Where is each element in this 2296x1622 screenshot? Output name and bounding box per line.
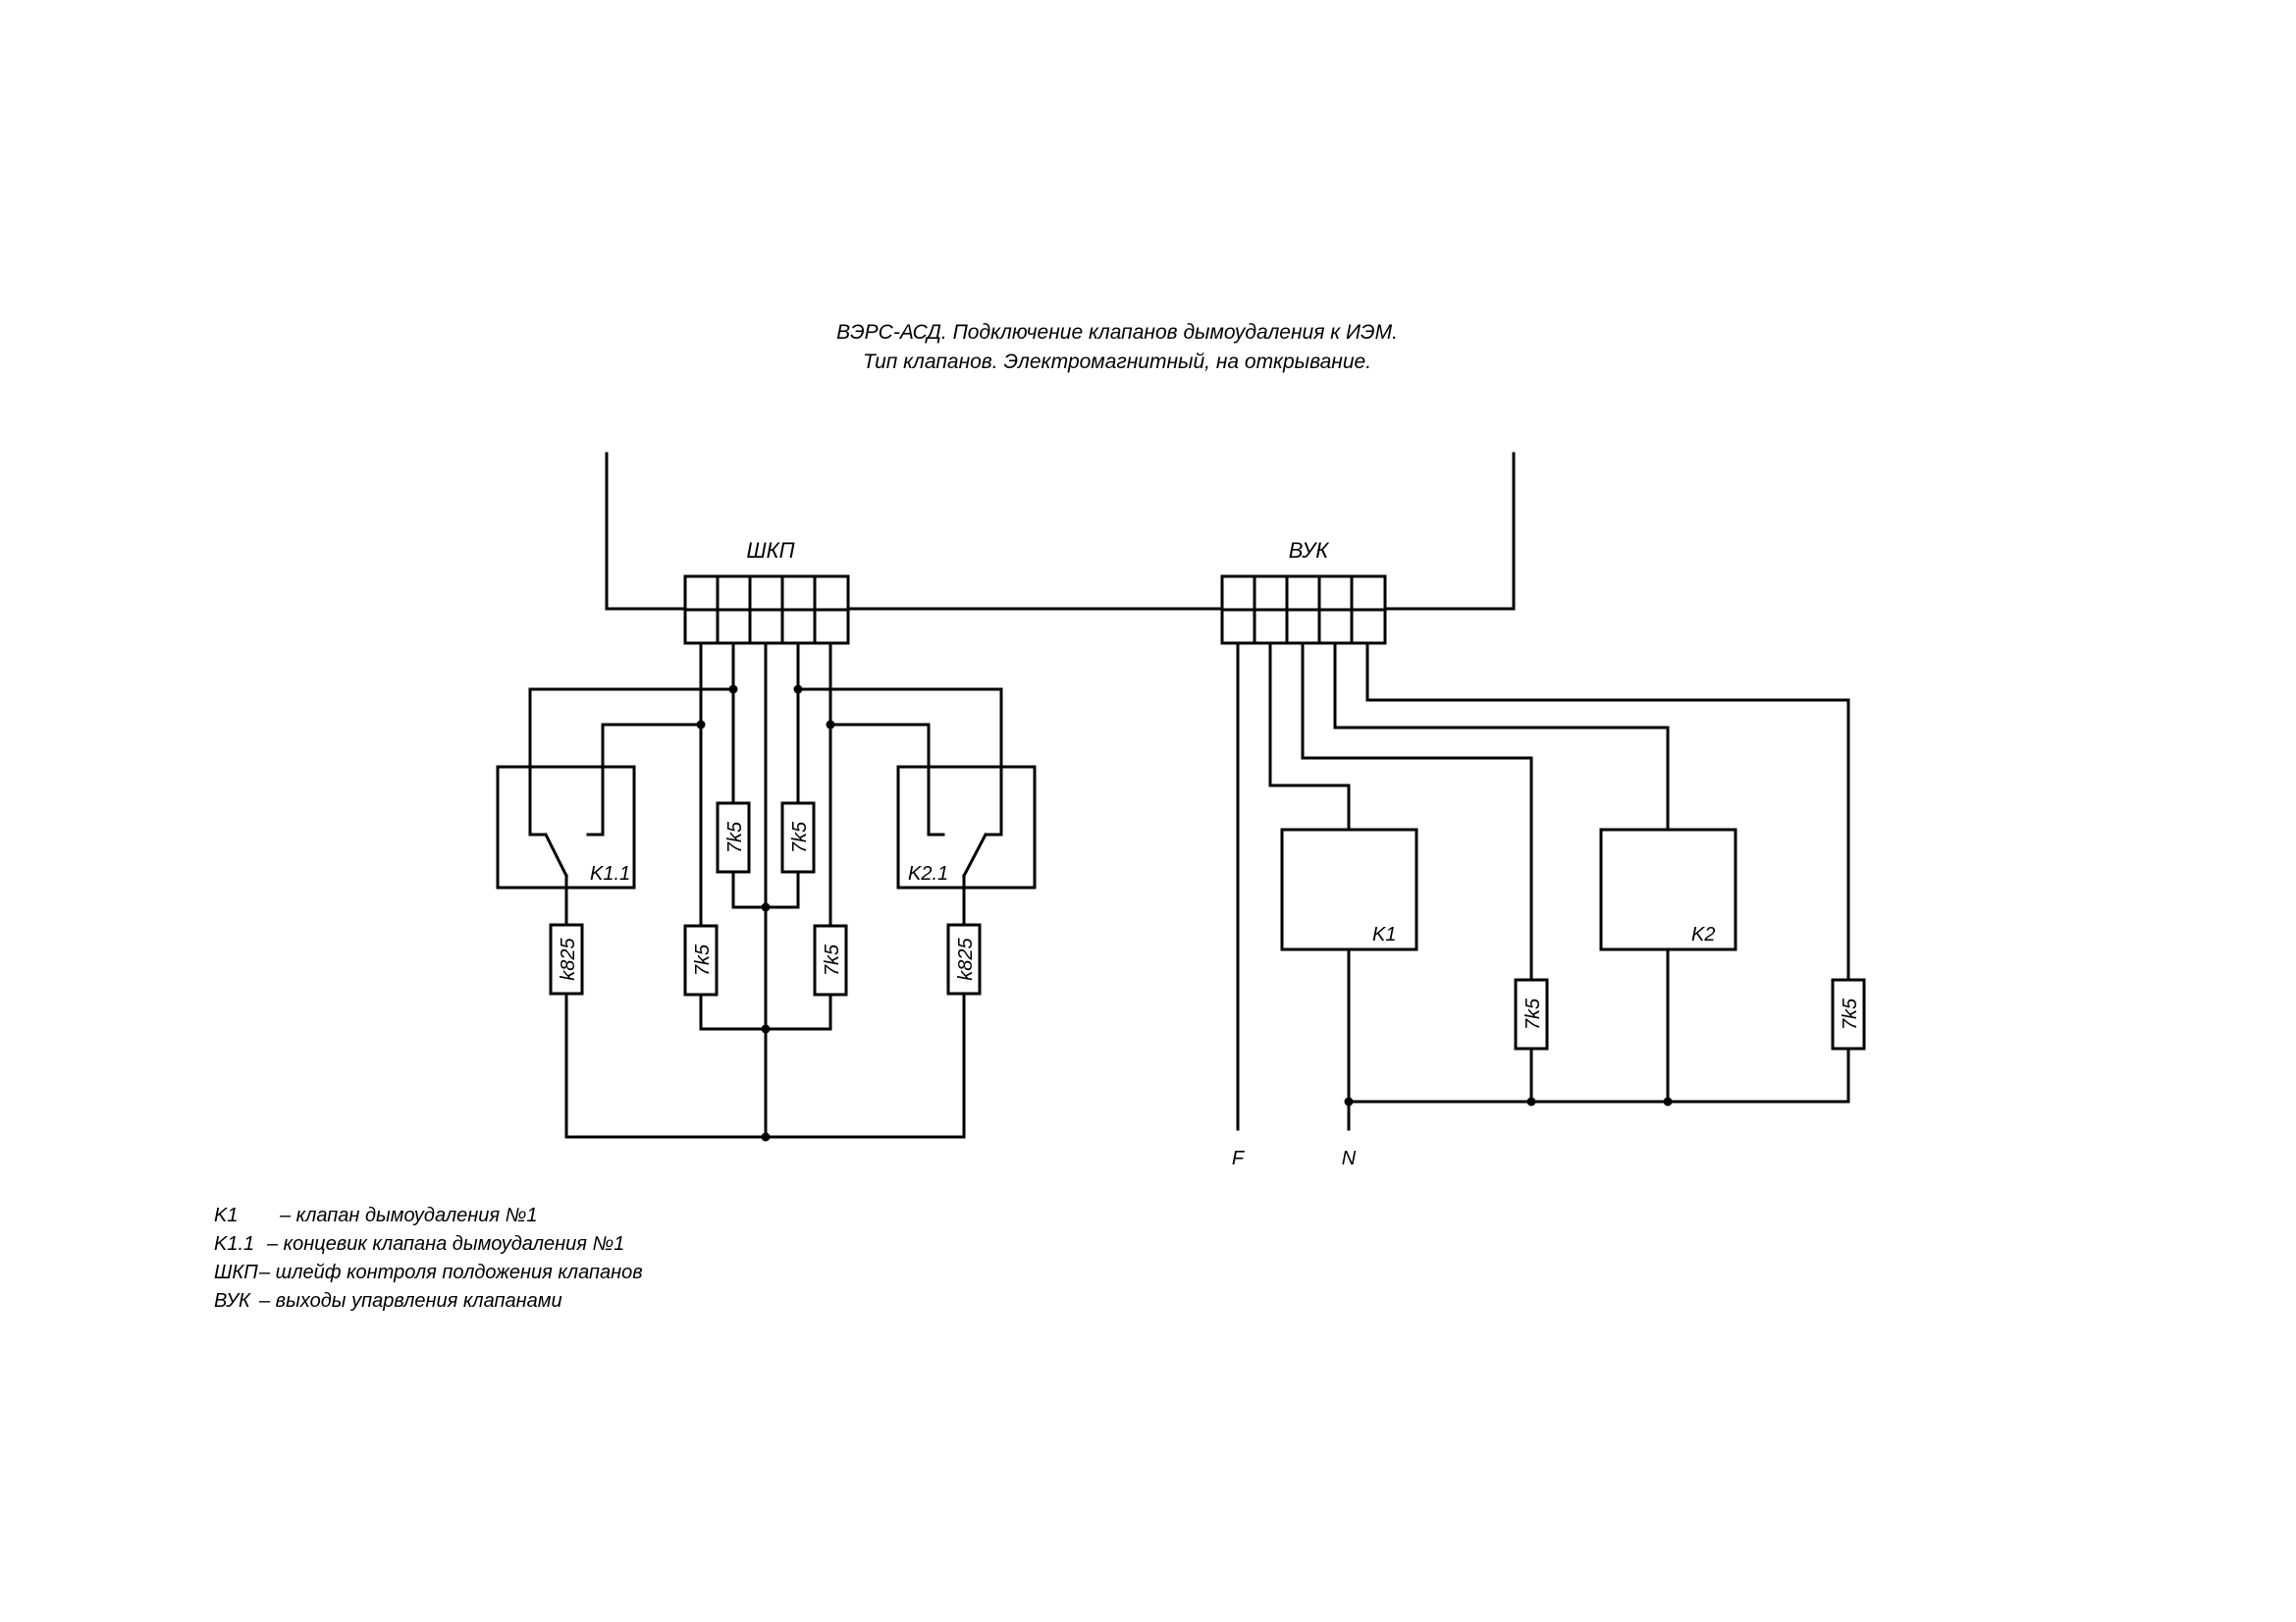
legend-desc: – концевик клапана дымоудаления №1 xyxy=(266,1233,624,1255)
resistor-body xyxy=(716,801,751,874)
terminal-block-shkp: ШКП xyxy=(683,538,850,645)
resistor-7k5-top-left: 7k5 xyxy=(716,801,751,874)
resistor-body xyxy=(780,801,816,874)
junction-dot xyxy=(761,902,771,912)
legend-code: ШКП xyxy=(214,1262,258,1283)
resistor-body xyxy=(1831,978,1866,1051)
limit-switch-k2-1: K2.1 xyxy=(896,687,1037,927)
resistor-k825-right: k825 xyxy=(946,923,982,996)
legend-desc: – клапан дымоудаления №1 xyxy=(279,1205,537,1226)
resistor-7k5-vuk-2: 7k5 xyxy=(1831,978,1866,1051)
legend-desc: – шлейф контроля полдожения клапанов xyxy=(258,1262,643,1283)
title-line-1: ВЭРС-АСД. Подключение клапанов дымоудале… xyxy=(836,321,1398,344)
resistor-label: 7k5 xyxy=(789,821,811,853)
junction-dot xyxy=(826,720,835,730)
resistor-7k5-low-right: 7k5 xyxy=(813,924,848,997)
switch-blade xyxy=(543,832,569,879)
output-label-f: F xyxy=(1232,1148,1246,1169)
resistor-label: k825 xyxy=(558,937,579,980)
vuk-circuit: K1 K2 7k5 7k5 F N xyxy=(1232,641,1866,1169)
legend-item: ВУК – выходы упарвления клапанами xyxy=(214,1290,562,1312)
switch-blade xyxy=(961,832,988,879)
junction-dot xyxy=(1663,1097,1673,1107)
switch-contact xyxy=(586,723,605,837)
bus-wire xyxy=(605,452,1516,611)
junction-dot xyxy=(761,1132,771,1142)
wire xyxy=(1268,641,1351,832)
legend-code: K1.1 xyxy=(214,1233,254,1255)
valve-label-k1: K1 xyxy=(1372,924,1396,946)
wire xyxy=(1301,641,1533,982)
legend-code: K1 xyxy=(214,1205,238,1226)
terminal-label-shkp: ШКП xyxy=(746,538,794,563)
resistor-7k5-top-right: 7k5 xyxy=(780,801,816,874)
resistor-label: 7k5 xyxy=(1840,998,1861,1030)
resistor-label: 7k5 xyxy=(724,821,746,853)
resistor-label: 7k5 xyxy=(1522,998,1544,1030)
resistor-7k5-vuk-1: 7k5 xyxy=(1514,978,1549,1051)
junction-dot xyxy=(761,1024,771,1034)
terminal-label-vuk: ВУК xyxy=(1289,538,1330,563)
legend-desc: – выходы упарвления клапанами xyxy=(258,1290,562,1312)
shkp-circuit xyxy=(528,641,1003,1142)
resistor-label: 7k5 xyxy=(822,944,843,976)
junction-dot xyxy=(1526,1097,1536,1107)
resistor-body xyxy=(946,923,982,996)
junction-dot xyxy=(793,684,803,694)
limit-switch-k1-1: K1.1 xyxy=(496,687,636,927)
resistor-body xyxy=(683,924,719,997)
junction-dot xyxy=(1344,1097,1354,1107)
switch-label-k2-1: K2.1 xyxy=(908,863,948,885)
junction-dot xyxy=(696,720,706,730)
terminal-block-vuk: ВУК xyxy=(1220,538,1387,645)
resistor-k825-left: k825 xyxy=(549,923,584,996)
switch-contact xyxy=(528,687,547,837)
valve-label-k2: K2 xyxy=(1691,924,1715,946)
resistor-7k5-low-left: 7k5 xyxy=(683,924,719,997)
resistor-body xyxy=(549,923,584,996)
diagram-title: ВЭРС-АСД. Подключение клапанов дымоудале… xyxy=(836,321,1398,373)
legend-item: K1.1 – концевик клапана дымоудаления №1 xyxy=(214,1233,624,1255)
wire xyxy=(1333,641,1670,832)
switch-contact xyxy=(985,687,1003,837)
switch-label-k1-1: K1.1 xyxy=(590,863,630,885)
wire xyxy=(1365,641,1850,982)
legend: K1 – клапан дымоудаления №1 K1.1 – конце… xyxy=(214,1205,643,1312)
valve-coil-k1 xyxy=(1280,828,1418,951)
valve-coil-k2 xyxy=(1599,828,1737,951)
resistor-label: k825 xyxy=(955,937,977,980)
resistor-body xyxy=(813,924,848,997)
junction-dot xyxy=(728,684,738,694)
output-label-n: N xyxy=(1342,1148,1357,1169)
resistor-body xyxy=(1514,978,1549,1051)
switch-box xyxy=(896,765,1037,890)
resistor-label: 7k5 xyxy=(692,944,714,976)
main-bus xyxy=(605,452,1516,611)
legend-item: K1 – клапан дымоудаления №1 xyxy=(214,1205,537,1226)
title-line-2: Тип клапанов. Электромагнитный, на откры… xyxy=(863,351,1371,373)
legend-code: ВУК xyxy=(214,1290,251,1312)
switch-contact xyxy=(927,723,945,837)
legend-item: ШКП – шлейф контроля полдожения клапанов xyxy=(214,1262,643,1283)
